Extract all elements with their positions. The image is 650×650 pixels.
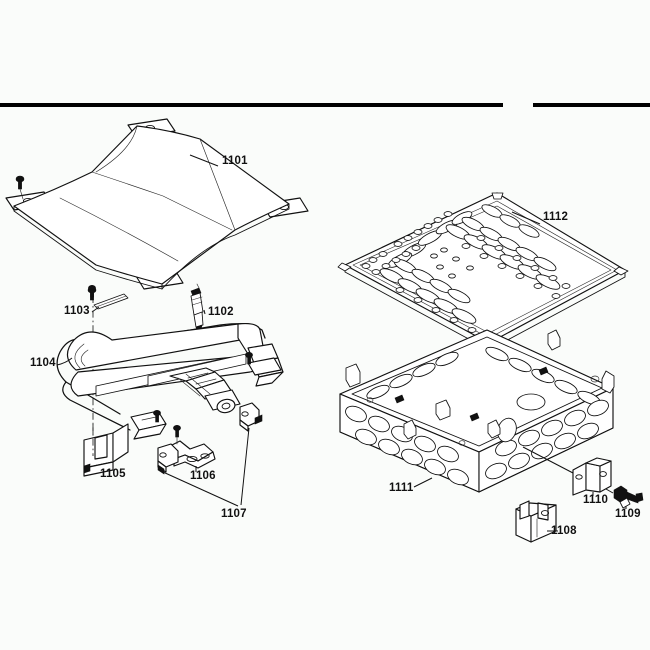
- leader-1102: [203, 309, 206, 315]
- label-1112: 1112: [543, 211, 568, 223]
- label-1111: 1111: [389, 482, 414, 494]
- screw-1104-right: [245, 351, 253, 365]
- part-1105-burner-support-bracket-left: [83, 423, 129, 477]
- label-1103: 1103: [64, 305, 90, 317]
- box-rim-slots: [345, 346, 609, 486]
- top-rule-left: [0, 103, 503, 107]
- screw-1106: [173, 424, 181, 445]
- label-1109: 1109: [615, 508, 641, 520]
- leader-1109-to-bracket: [605, 488, 614, 494]
- part-1104-u-shaped-burner-tube: [56, 323, 284, 440]
- part-1102-igniter-electrode: [190, 283, 206, 335]
- label-1108: 1108: [551, 525, 577, 537]
- screw-1104-left: [153, 409, 161, 423]
- label-1110: 1110: [583, 494, 608, 506]
- part-labels: 1101 1102 1103 1104 1105 1106 1107 1108 …: [30, 155, 641, 537]
- leader-1104: [56, 357, 73, 366]
- label-1106: 1106: [190, 470, 216, 482]
- leader-1101: [189, 154, 219, 167]
- screw-1103: [88, 284, 96, 298]
- label-1101: 1101: [222, 155, 248, 167]
- part-1106-burner-clip-bracket: [167, 424, 216, 472]
- label-1102: 1102: [208, 306, 234, 318]
- label-1104: 1104: [30, 357, 56, 369]
- label-1107: 1107: [221, 508, 247, 520]
- part-1111-burner-box-housing: [339, 329, 615, 493]
- label-1105: 1105: [100, 468, 126, 480]
- leader-1107-left: [162, 471, 239, 507]
- leader-1111: [413, 477, 433, 488]
- part-1108-u-channel-bracket: [515, 500, 558, 543]
- part-1109-gas-fitting-elbow: [605, 485, 644, 509]
- leader-1112: [511, 211, 541, 225]
- leader-1110-to-box: [522, 446, 574, 474]
- part-1110-mounting-bracket: [522, 446, 612, 496]
- part-1112-perforated-burner-grate: [337, 192, 629, 351]
- grate-perforations: [361, 204, 571, 333]
- leader-1107-right: [240, 427, 250, 506]
- part-1101-heat-shield-panel: [5, 118, 309, 301]
- screw-1101-left: [15, 175, 25, 200]
- top-rule-right: [533, 103, 650, 107]
- leader-1103: [91, 306, 100, 313]
- part-1107-burner-mount-posts: [157, 402, 263, 507]
